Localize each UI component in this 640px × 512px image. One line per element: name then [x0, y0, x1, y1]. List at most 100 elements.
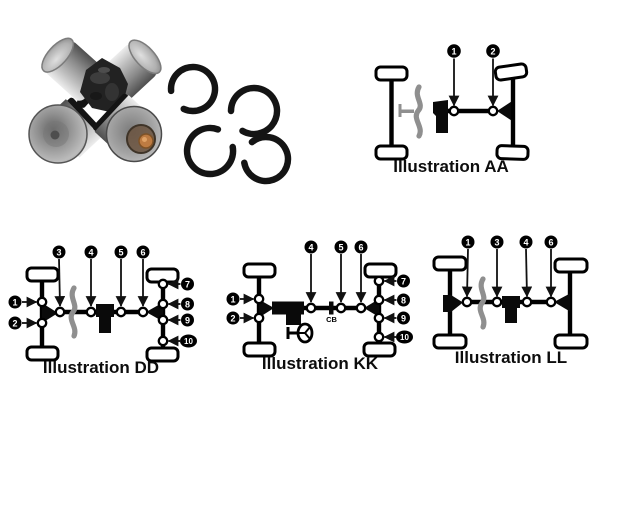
front-differential — [443, 295, 463, 312]
snap-ring-1 — [167, 63, 219, 115]
transmission — [96, 304, 114, 317]
svg-text:5: 5 — [338, 242, 343, 252]
u-joint-marker — [461, 296, 473, 308]
transmission — [433, 100, 448, 133]
callout-badge-1: 1 — [8, 295, 22, 309]
wheel — [432, 333, 468, 350]
illustration-ll-label: Illustration LL — [455, 348, 567, 367]
steering-link-icon — [401, 109, 414, 113]
svg-text:2: 2 — [230, 313, 235, 323]
svg-text:4: 4 — [523, 237, 528, 247]
callout-badge-7: 7 — [397, 274, 410, 288]
wheel — [145, 346, 180, 363]
svg-text:6: 6 — [140, 247, 145, 257]
svg-text:3: 3 — [494, 237, 499, 247]
u-joint-marker — [335, 302, 347, 314]
callout-badge-4: 4 — [519, 235, 533, 249]
illustration-aa-label: Illustration AA — [393, 157, 509, 176]
callout-badge-3: 3 — [490, 235, 504, 249]
svg-text:1: 1 — [465, 237, 470, 247]
callout-badge-6: 6 — [354, 240, 368, 254]
grease-fitting-highlight — [142, 137, 147, 142]
u-joint-marker — [115, 306, 127, 318]
callout-badge-8: 8 — [397, 293, 410, 307]
svg-text:8: 8 — [185, 299, 190, 309]
callout-badge-9: 9 — [181, 313, 194, 327]
center-bearing-label: CB — [326, 315, 337, 324]
wheel — [242, 341, 277, 358]
illustration-ll-diagram: 1 3 4 6 Illustration LL — [432, 235, 589, 367]
snap-ring-3 — [183, 124, 237, 178]
callout-badge-1: 1 — [226, 292, 240, 306]
svg-text:1: 1 — [451, 47, 456, 57]
u-joint-marker — [137, 306, 149, 318]
u-joint-marker — [373, 275, 385, 287]
engine-transmission — [272, 301, 304, 315]
u-joint-marker — [491, 296, 503, 308]
svg-text:1: 1 — [230, 294, 235, 304]
callout-badge-8: 8 — [181, 297, 194, 311]
flex-disc-icon — [68, 285, 78, 339]
callout-badge-3: 3 — [52, 245, 66, 259]
svg-text:7: 7 — [185, 279, 190, 289]
svg-text:9: 9 — [185, 315, 190, 325]
callout-badge-2: 2 — [226, 311, 240, 325]
transmission-tab — [505, 308, 517, 323]
wheel — [374, 144, 409, 161]
rear-differential — [146, 302, 163, 322]
svg-text:2: 2 — [12, 318, 17, 328]
front-differential — [42, 303, 58, 323]
u-joint-cross-body — [80, 58, 128, 112]
u-joint-marker — [448, 105, 460, 117]
u-joint-marker — [36, 296, 48, 308]
front-differential — [259, 299, 274, 318]
svg-text:6: 6 — [548, 237, 553, 247]
wheel — [432, 255, 468, 272]
steering-wheel-icon — [286, 322, 314, 344]
callout-arrow — [461, 248, 473, 298]
callout-badge-5: 5 — [114, 245, 128, 259]
u-joint-marker — [157, 314, 169, 326]
illustration-kk-label: Illustration KK — [262, 354, 379, 373]
wheel — [495, 144, 530, 161]
transmission-tab — [99, 317, 111, 333]
wheel — [374, 65, 409, 82]
transmission — [502, 296, 520, 308]
u-joint-marker — [36, 317, 48, 329]
u-joint-marker — [487, 105, 499, 117]
wheel — [363, 262, 398, 279]
svg-text:7: 7 — [401, 276, 406, 286]
callout-badge-2: 2 — [486, 44, 500, 58]
flex-disc-icon — [413, 84, 423, 139]
illustration-dd-diagram: 1 2 3 4 5 6 7 8 9 10 Illustration DD — [8, 245, 197, 377]
wheel — [25, 345, 60, 362]
svg-text:10: 10 — [184, 337, 193, 346]
wheel — [242, 262, 277, 279]
steering-column-icon — [398, 104, 402, 117]
wheel — [553, 257, 589, 274]
callout-badge-1: 1 — [447, 44, 461, 58]
callout-arrow — [54, 258, 66, 307]
product-photo — [28, 37, 292, 185]
snap-ring-4 — [241, 133, 292, 185]
callout-badge-5: 5 — [334, 240, 348, 254]
callout-arrow — [521, 248, 533, 298]
illustration-dd-label: Illustration DD — [43, 358, 159, 377]
u-joint-marker — [305, 302, 317, 314]
callout-badge-6: 6 — [544, 235, 558, 249]
u-joint-marker — [157, 335, 169, 347]
callout-badge-7: 7 — [181, 277, 194, 291]
svg-text:1: 1 — [12, 297, 17, 307]
svg-text:8: 8 — [401, 295, 406, 305]
callout-badge-2: 2 — [8, 316, 22, 330]
callout-badge-1: 1 — [461, 235, 475, 249]
svg-text:6: 6 — [358, 242, 363, 252]
wheel — [25, 266, 60, 283]
center-bearing — [329, 301, 334, 315]
u-joint-marker — [54, 306, 66, 318]
svg-text:3: 3 — [56, 247, 61, 257]
u-joint-marker — [373, 331, 385, 343]
callout-badge-6: 6 — [136, 245, 150, 259]
wheel — [493, 62, 529, 82]
